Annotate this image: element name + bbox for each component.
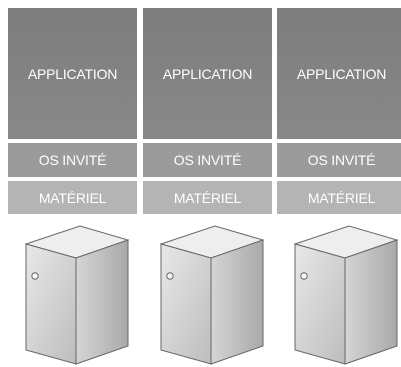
server-tower-icon (159, 225, 265, 365)
application-layer: APPLICATION (277, 8, 401, 139)
vm-stack-3: APPLICATION OS INVITÉ MATÉRIEL (277, 8, 401, 214)
server-tower-icon (293, 225, 399, 365)
application-layer: APPLICATION (8, 8, 137, 139)
application-layer: APPLICATION (143, 8, 272, 139)
hardware-layer: MATÉRIEL (143, 181, 272, 214)
hardware-layer: MATÉRIEL (8, 181, 137, 214)
vm-stack-1: APPLICATION OS INVITÉ MATÉRIEL (8, 8, 137, 214)
guest-os-layer: OS INVITÉ (143, 143, 272, 177)
guest-os-layer: OS INVITÉ (277, 143, 401, 177)
guest-os-layer: OS INVITÉ (8, 143, 137, 177)
vm-stack-2: APPLICATION OS INVITÉ MATÉRIEL (143, 8, 272, 214)
hardware-layer: MATÉRIEL (277, 181, 401, 214)
server-tower-icon (24, 225, 130, 365)
